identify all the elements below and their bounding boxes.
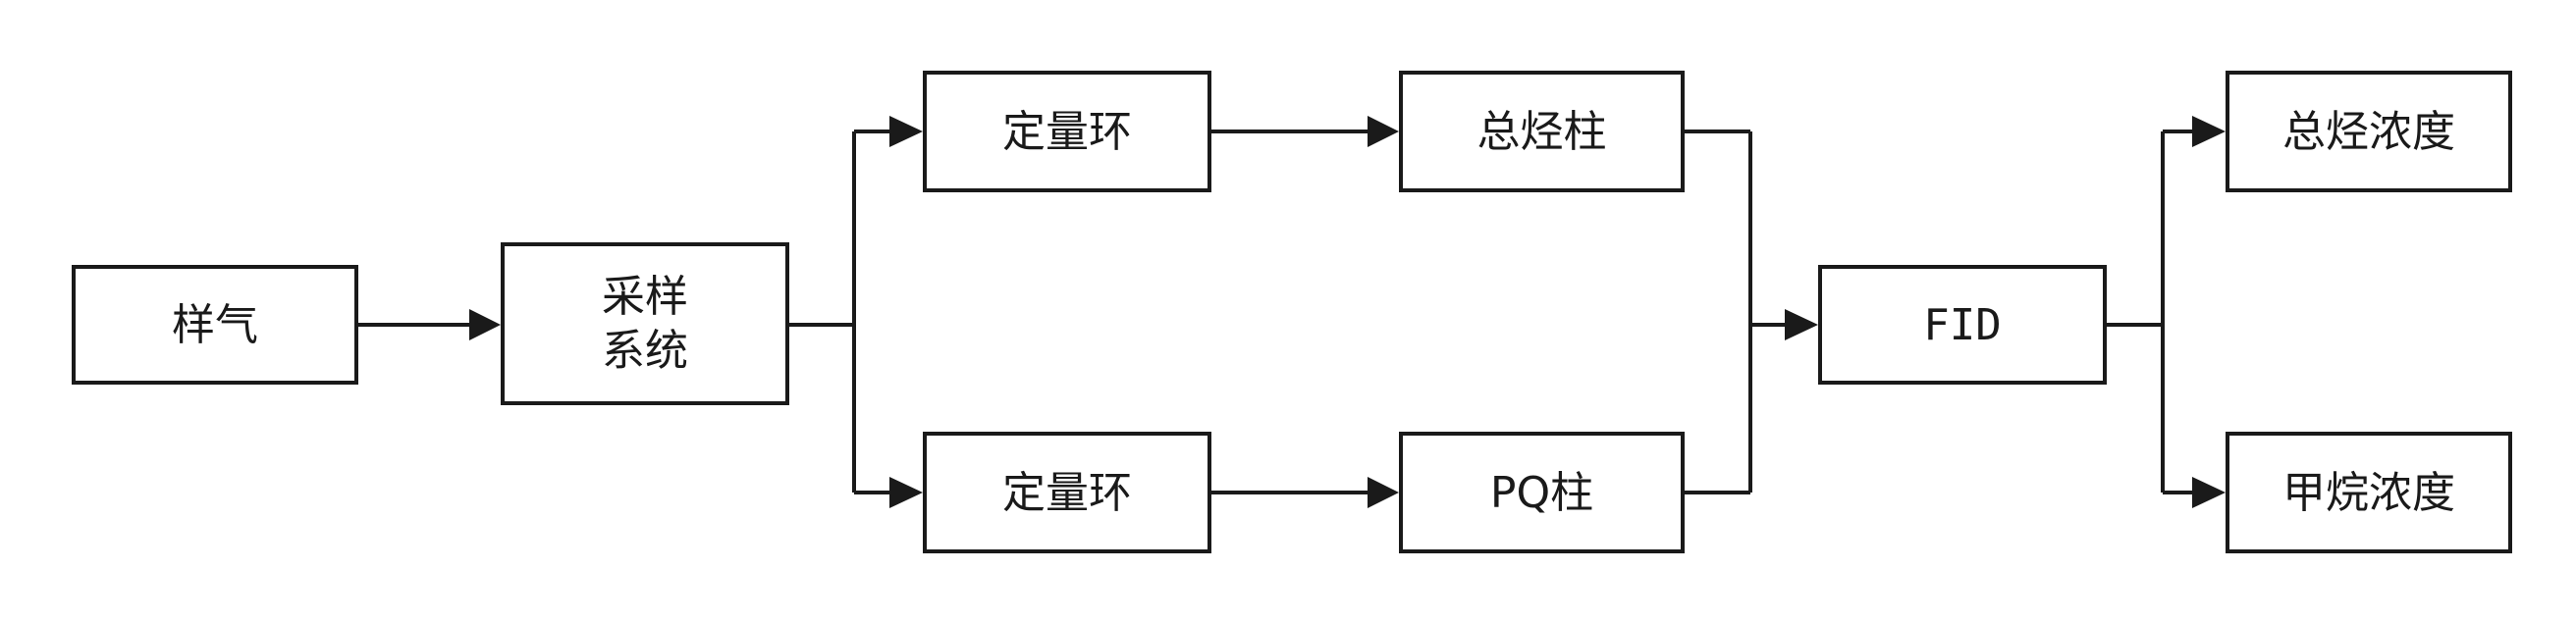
arrowhead-to-methane-concentration bbox=[2192, 477, 2226, 508]
node-fid-label: FID bbox=[1923, 299, 2002, 350]
node-methane-concentration: 甲烷浓度 bbox=[2226, 432, 2512, 553]
node-total-hc-column-label: 总烃柱 bbox=[1476, 106, 1607, 157]
node-quant-loop-bottom-label: 定量环 bbox=[1002, 467, 1132, 518]
arrowhead-to-sampling bbox=[469, 309, 501, 340]
arrowhead-to-top-loop bbox=[889, 116, 923, 147]
node-sample-gas: 样气 bbox=[72, 265, 358, 385]
node-total-hc-concentration-label: 总烃浓度 bbox=[2282, 106, 2455, 157]
node-pq-column-label: PQ柱 bbox=[1489, 467, 1594, 518]
node-total-hc-concentration: 总烃浓度 bbox=[2226, 71, 2512, 192]
connectors bbox=[356, 130, 2192, 494]
arrowhead-to-total-column bbox=[1368, 116, 1399, 147]
node-fid: FID bbox=[1818, 265, 2107, 385]
arrowhead-to-fid bbox=[1785, 309, 1818, 340]
node-methane-concentration-label: 甲烷浓度 bbox=[2282, 467, 2455, 518]
node-quant-loop-bottom: 定量环 bbox=[923, 432, 1211, 553]
node-quant-loop-top: 定量环 bbox=[923, 71, 1211, 192]
node-sampling-system: 采样 系统 bbox=[501, 242, 789, 405]
node-quant-loop-top-label: 定量环 bbox=[1002, 106, 1132, 157]
node-pq-column: PQ柱 bbox=[1399, 432, 1685, 553]
arrowheads bbox=[469, 116, 2226, 508]
node-total-hc-column: 总烃柱 bbox=[1399, 71, 1685, 192]
arrowhead-to-pq-column bbox=[1368, 477, 1399, 508]
arrowhead-to-bottom-loop bbox=[889, 477, 923, 508]
node-sampling-system-label: 采样 系统 bbox=[602, 272, 688, 376]
node-sample-gas-label: 样气 bbox=[172, 299, 258, 350]
arrowhead-to-total-concentration bbox=[2192, 116, 2226, 147]
